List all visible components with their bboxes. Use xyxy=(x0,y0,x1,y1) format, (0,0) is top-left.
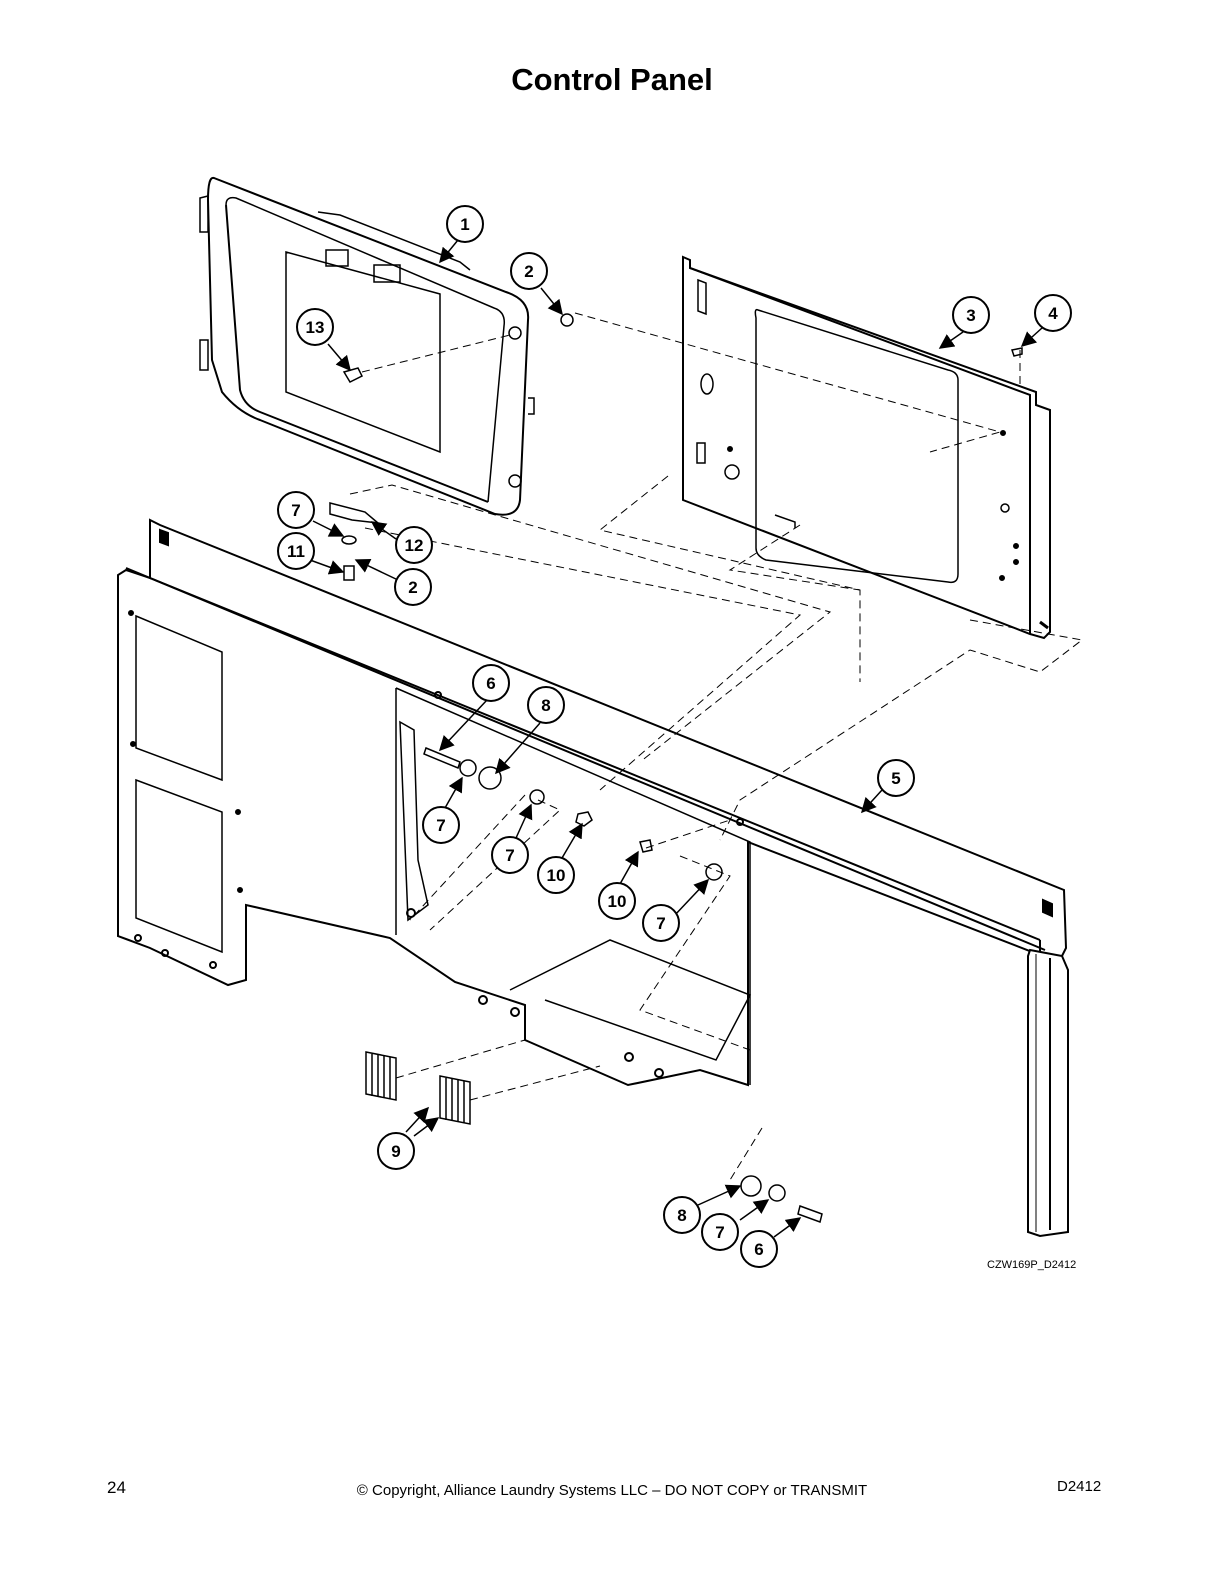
callout-7e: 7 xyxy=(701,1213,739,1251)
callout-10a: 10 xyxy=(537,856,575,894)
svg-text:7: 7 xyxy=(436,816,445,835)
svg-text:3: 3 xyxy=(966,306,975,325)
bolt-part xyxy=(423,747,461,769)
nut-part xyxy=(639,839,653,853)
assembly-lines xyxy=(349,312,1084,1181)
mounting-bracket-part xyxy=(682,255,1051,640)
callouts: 1 2 3 4 13 7 12 11 2 6 8 5 7 7 10 1 xyxy=(277,205,1072,1268)
callout-7a: 7 xyxy=(277,491,315,529)
main-panel-part xyxy=(117,518,1069,1238)
page-title: Control Panel xyxy=(511,62,713,97)
leader-arrows xyxy=(309,239,1043,1238)
callout-1: 1 xyxy=(446,205,484,243)
svg-text:10: 10 xyxy=(547,866,566,885)
washer-part xyxy=(341,535,357,545)
callout-6a: 6 xyxy=(472,664,510,702)
svg-text:7: 7 xyxy=(505,846,514,865)
display-module-part xyxy=(199,176,535,516)
svg-text:13: 13 xyxy=(306,318,325,337)
standoff-part xyxy=(343,565,355,581)
svg-text:6: 6 xyxy=(754,1240,763,1259)
svg-text:8: 8 xyxy=(541,696,550,715)
svg-text:7: 7 xyxy=(291,501,300,520)
callout-12: 12 xyxy=(395,526,433,564)
svg-text:11: 11 xyxy=(287,542,305,561)
svg-text:7: 7 xyxy=(715,1223,724,1242)
svg-text:6: 6 xyxy=(486,674,495,693)
svg-text:7: 7 xyxy=(656,914,665,933)
washer-part xyxy=(459,759,477,777)
svg-text:10: 10 xyxy=(608,892,627,911)
svg-text:8: 8 xyxy=(677,1206,686,1225)
copyright-notice: © Copyright, Alliance Laundry Systems LL… xyxy=(356,1482,868,1499)
callout-2b: 2 xyxy=(394,568,432,606)
callout-5: 5 xyxy=(877,759,915,797)
svg-text:2: 2 xyxy=(408,578,417,597)
washer-part xyxy=(768,1184,786,1202)
callout-11: 11 xyxy=(277,532,315,570)
grommet-part xyxy=(740,1175,762,1197)
callout-10b: 10 xyxy=(598,882,636,920)
callout-7c: 7 xyxy=(491,836,529,874)
callout-8a: 8 xyxy=(527,686,565,724)
callout-3: 3 xyxy=(952,296,990,334)
page-number: 24 xyxy=(107,1478,126,1497)
clip-part xyxy=(329,502,381,525)
drawing-code: CZW169P_D2412 xyxy=(987,1259,1077,1271)
rubber-pads-part xyxy=(365,1051,471,1125)
callout-13: 13 xyxy=(296,308,334,346)
callout-2a: 2 xyxy=(510,252,548,290)
svg-text:4: 4 xyxy=(1048,304,1058,323)
svg-text:12: 12 xyxy=(405,536,424,555)
svg-text:2: 2 xyxy=(524,262,533,281)
bolt-part xyxy=(797,1205,823,1223)
callout-7b: 7 xyxy=(422,806,460,844)
washer-part xyxy=(560,313,574,327)
screw-part xyxy=(342,367,364,383)
svg-text:1: 1 xyxy=(460,215,469,234)
svg-text:5: 5 xyxy=(891,769,900,788)
callout-7d: 7 xyxy=(642,904,680,942)
callout-9: 9 xyxy=(377,1132,415,1170)
callout-8b: 8 xyxy=(663,1196,701,1234)
callout-6b: 6 xyxy=(740,1230,778,1268)
callout-4: 4 xyxy=(1034,294,1072,332)
nut-part xyxy=(575,811,593,827)
document-code: D2412 xyxy=(1057,1478,1102,1495)
washer-part xyxy=(529,789,545,805)
svg-text:9: 9 xyxy=(391,1142,400,1161)
